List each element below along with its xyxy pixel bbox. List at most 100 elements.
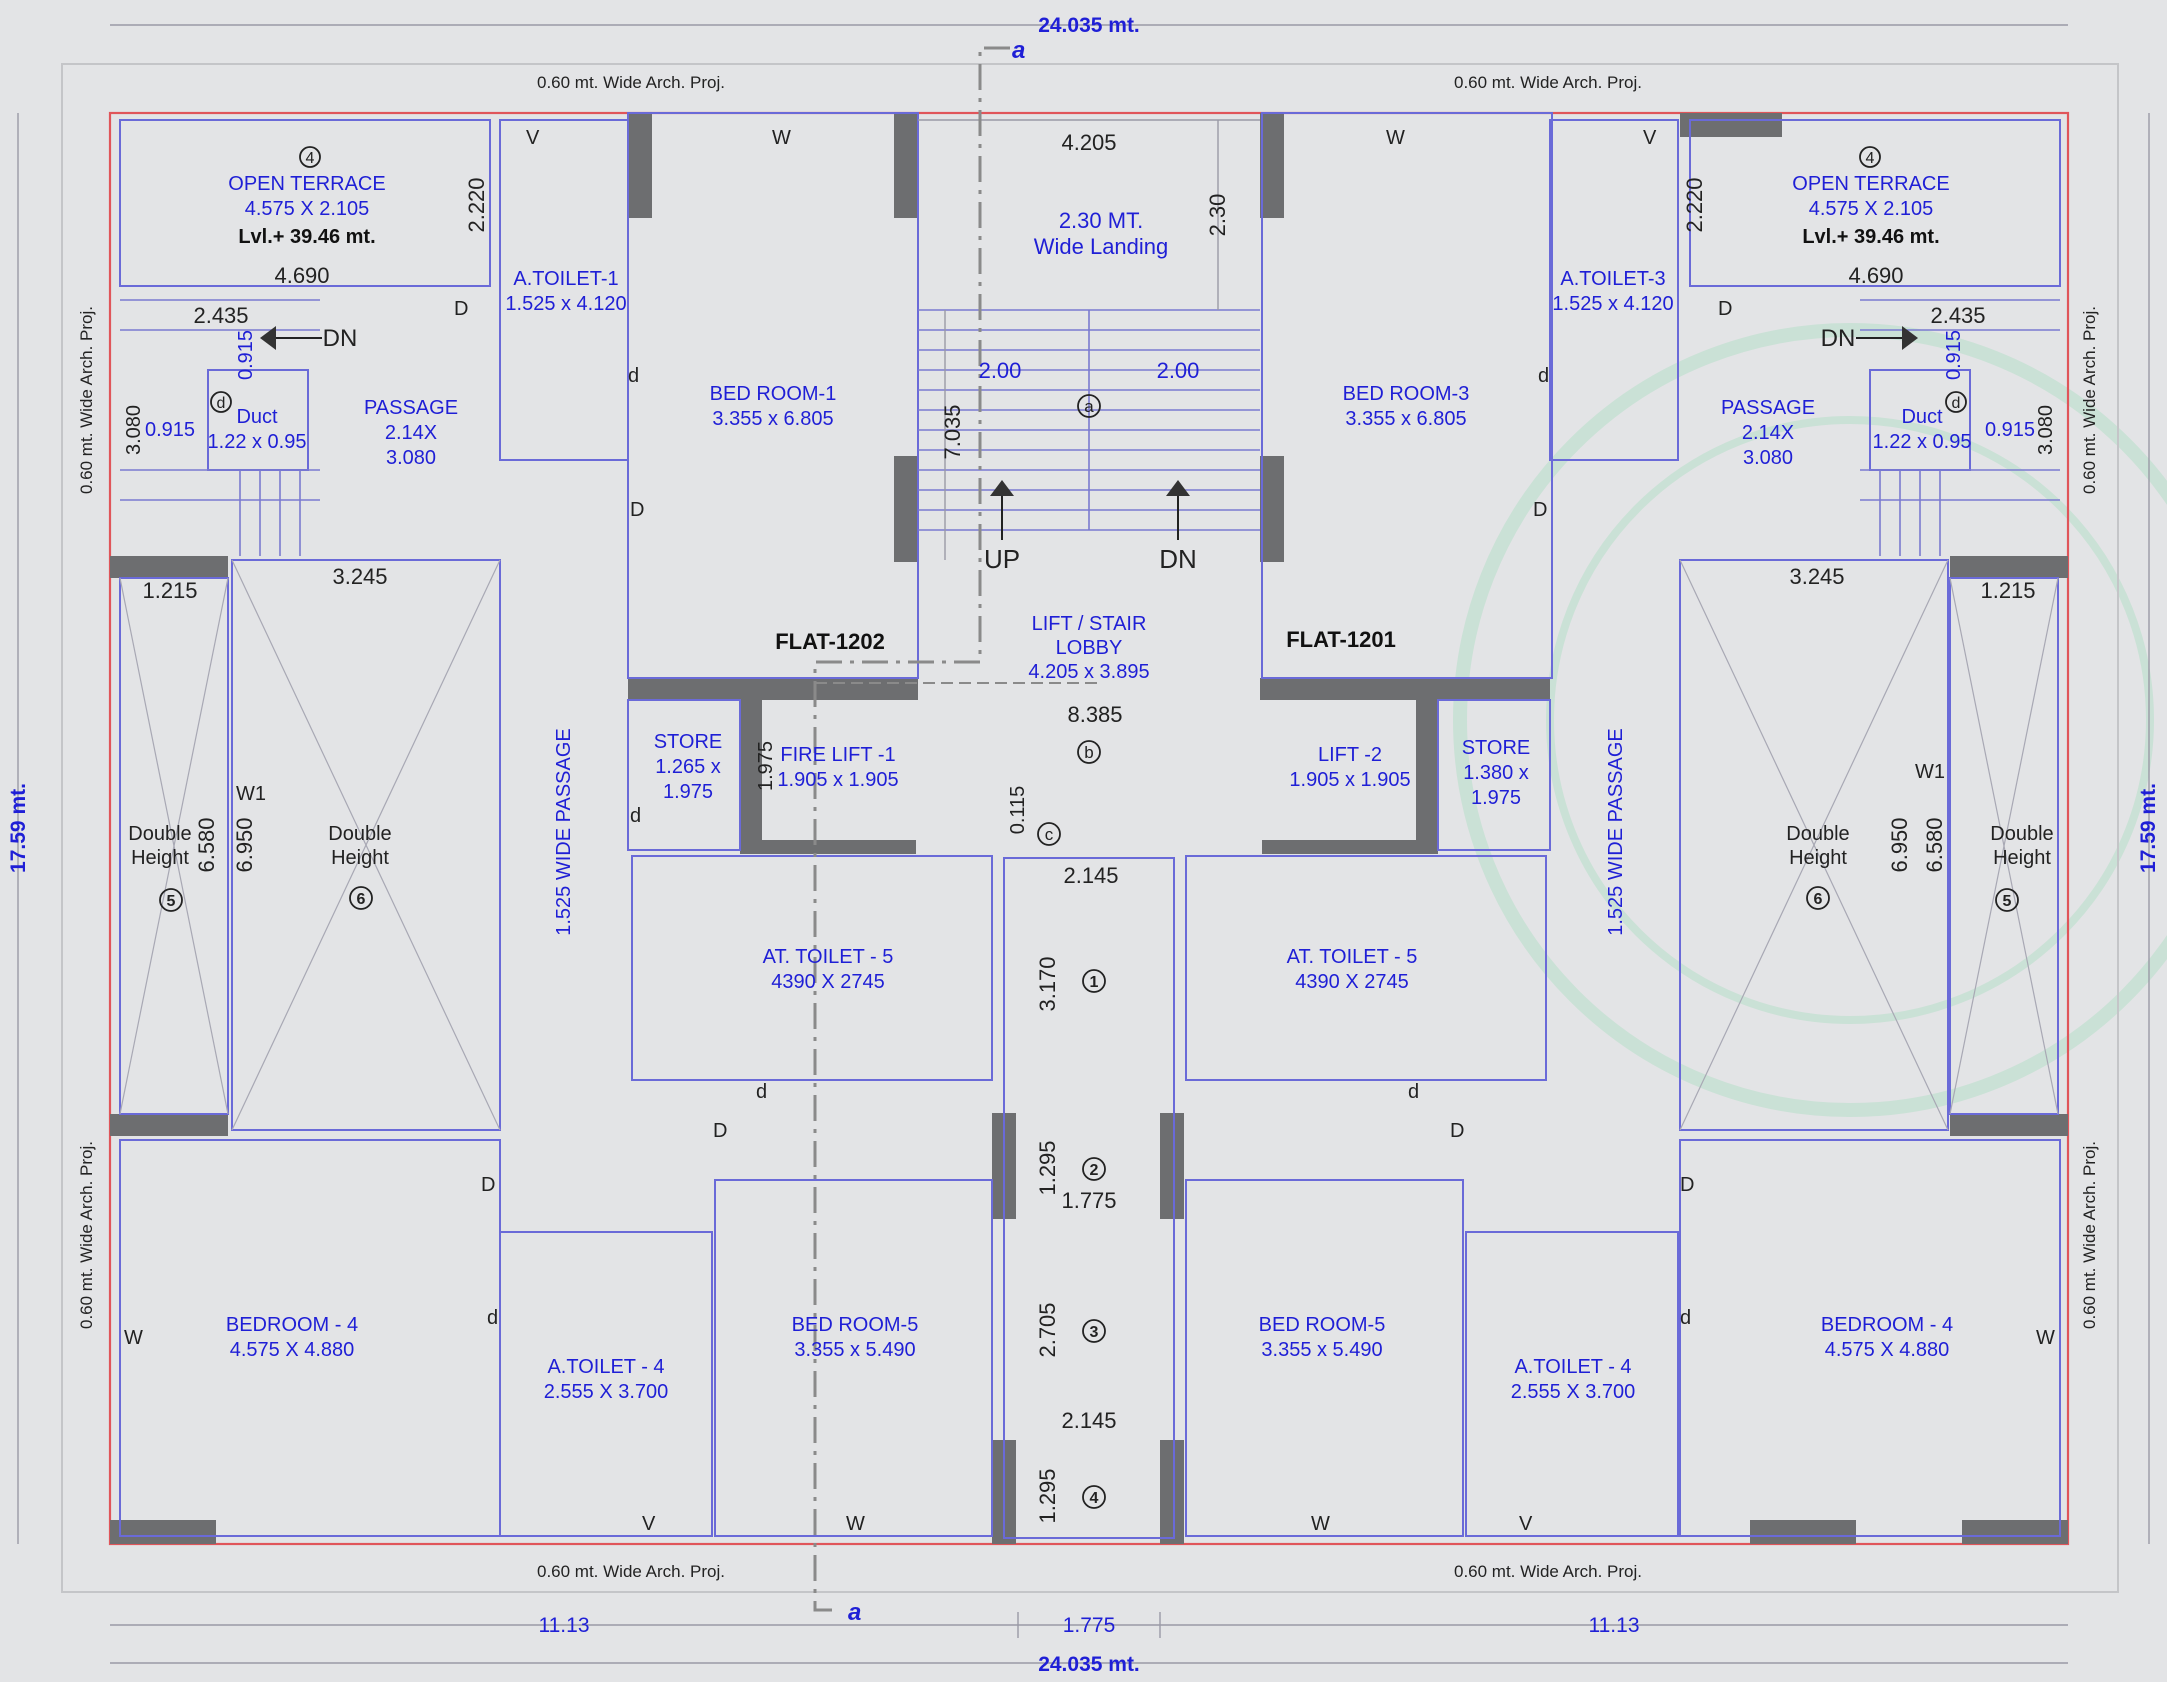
dh-left-big-line1: Double (328, 823, 391, 845)
landing-line2: Wide Landing (1034, 234, 1169, 259)
terrace-left-size: 4.575 X 2.105 (245, 198, 370, 220)
dh-right-small-line1: Double (1990, 823, 2053, 845)
door-marker: D (1533, 499, 1547, 521)
duct-left-top-dim: 2.435 (193, 303, 248, 328)
core-h3: 2.705 (1035, 1302, 1060, 1357)
vent-marker: V (642, 1513, 656, 1535)
bottom-width-label: 24.035 mt. (1038, 1653, 1140, 1676)
lift2-size: 1.905 x 1.905 (1289, 769, 1410, 791)
toilet4-left-size: 2.555 X 3.700 (544, 1381, 669, 1403)
core-w-mid: 1.775 (1061, 1188, 1116, 1213)
bedroom4-left-name: BEDROOM - 4 (226, 1314, 358, 1336)
dh-right-big-line2: Height (1789, 847, 1847, 869)
core-h1: 3.170 (1035, 956, 1060, 1011)
terrace-left-depth: 2.220 (464, 177, 489, 232)
dh-right-w-small: 1.215 (1980, 578, 2035, 603)
dh-left-small-line1: Double (128, 823, 191, 845)
toilet4-right-size: 2.555 X 3.700 (1511, 1381, 1636, 1403)
wide-passage-right: 1.525 WIDE PASSAGE (1605, 728, 1627, 936)
door-small-marker: d (1408, 1081, 1419, 1103)
dh-left-big-line2: Height (331, 847, 389, 869)
dh-right-win: W1 (1915, 761, 1945, 783)
door-small-marker: d (628, 365, 639, 387)
door-small-marker: d (756, 1081, 767, 1103)
passage-right-size2: 3.080 (1743, 447, 1793, 469)
dh-right-h1: 6.580 (1922, 817, 1947, 872)
stair-flight-right: 2.00 (1157, 358, 1200, 383)
door-marker: D (1450, 1120, 1464, 1142)
proj-side-left-upper: 0.60 mt. Wide Arch. Proj. (77, 306, 96, 494)
bottom-left-dim: 11.13 (539, 1614, 590, 1637)
dh-right-big-line1: Double (1786, 823, 1849, 845)
terrace-left-name: OPEN TERRACE (228, 173, 385, 195)
bottom-right-dim: 11.13 (1589, 1614, 1640, 1637)
store-left-size1: 1.265 x (655, 756, 721, 778)
duct-left-d: d (217, 395, 226, 412)
store-left-name: STORE (654, 731, 723, 753)
toilet3-name: A.TOILET-3 (1560, 268, 1665, 290)
core-n4: 4 (1090, 1490, 1099, 1507)
stair-marker-a: a (1084, 397, 1094, 416)
section-label-top: a (1012, 37, 1025, 64)
passage-right-name: PASSAGE (1721, 397, 1815, 419)
bed5-left-size: 3.355 x 5.490 (794, 1339, 915, 1361)
bed5-left-name: BED ROOM-5 (792, 1314, 919, 1336)
structural-walls (110, 113, 2068, 1544)
toilet1-size: 1.525 x 4.120 (505, 293, 626, 315)
passage-left-name: PASSAGE (364, 397, 458, 419)
firelift-depth: 1.975 (755, 741, 777, 791)
terrace-left-level: Lvl.+ 39.46 mt. (238, 226, 375, 248)
stair-up: UP (984, 544, 1020, 574)
landing-width: 4.205 (1061, 130, 1116, 155)
duct-left-w2: 0.915 (145, 419, 195, 441)
proj-side-right-upper: 0.60 mt. Wide Arch. Proj. (2080, 306, 2099, 494)
core-w-top: 2.145 (1063, 863, 1118, 888)
duct-left-name: Duct (236, 406, 278, 428)
dh-left-big-number: 6 (357, 891, 366, 908)
duct-right-h: 3.080 (2035, 405, 2057, 455)
building-outline (108, 111, 2070, 1546)
section-label-bottom: a (848, 1599, 861, 1626)
toilet4-right-name: A.TOILET - 4 (1514, 1356, 1631, 1378)
dh-right-w-big: 3.245 (1789, 564, 1844, 589)
bedroom4-right-size: 4.575 X 4.880 (1825, 1339, 1950, 1361)
terrace-right-name: OPEN TERRACE (1792, 173, 1949, 195)
stair-length: 7.035 (940, 404, 965, 459)
proj-top-left: 0.60 mt. Wide Arch. Proj. (537, 73, 725, 92)
stair-dn: DN (1159, 544, 1197, 574)
dh-left-w-small: 1.215 (142, 578, 197, 603)
lobby-gap: 0.115 (1007, 786, 1029, 835)
firelift-size: 1.905 x 1.905 (777, 769, 898, 791)
duct-left-size: 1.22 x 0.95 (208, 431, 307, 453)
lobby-line2: LOBBY (1056, 637, 1123, 659)
door-small-marker: d (487, 1307, 498, 1329)
dh-left-w-big: 3.245 (332, 564, 387, 589)
duct-right-name: Duct (1901, 406, 1943, 428)
top-width-label: 24.035 mt. (1038, 14, 1140, 37)
section-line (813, 46, 1100, 1612)
lift2-name: LIFT -2 (1318, 744, 1382, 766)
lobby-marker-c: c (1045, 825, 1054, 844)
terrace-right-level: Lvl.+ 39.46 mt. (1802, 226, 1939, 248)
bed1-name: BED ROOM-1 (710, 383, 837, 405)
window-marker: W (846, 1513, 865, 1535)
dh-right-big-number: 6 (1814, 891, 1823, 908)
toilet5-right-name: AT. TOILET - 5 (1287, 946, 1418, 968)
lobby-width: 8.385 (1067, 702, 1122, 727)
proj-bottom-left: 0.60 mt. Wide Arch. Proj. (537, 1562, 725, 1581)
main-stair (918, 119, 1260, 560)
core-w-bot: 2.145 (1061, 1408, 1116, 1433)
flat-right-label: FLAT-1201 (1286, 627, 1396, 652)
double-height-crosses (119, 559, 2059, 1131)
duct-right-size: 1.22 x 0.95 (1873, 431, 1972, 453)
dh-right-h2: 6.950 (1887, 817, 1912, 872)
bed3-size: 3.355 x 6.805 (1345, 408, 1466, 430)
lobby-line1: LIFT / STAIR (1032, 613, 1147, 635)
terrace-right-number: 4 (1866, 150, 1875, 167)
store-right-name: STORE (1462, 737, 1531, 759)
door-marker: D (454, 298, 468, 320)
core-h2: 1.295 (1035, 1140, 1060, 1195)
duct-right-top-dim: 2.435 (1930, 303, 1985, 328)
door-small-marker: d (630, 805, 641, 827)
